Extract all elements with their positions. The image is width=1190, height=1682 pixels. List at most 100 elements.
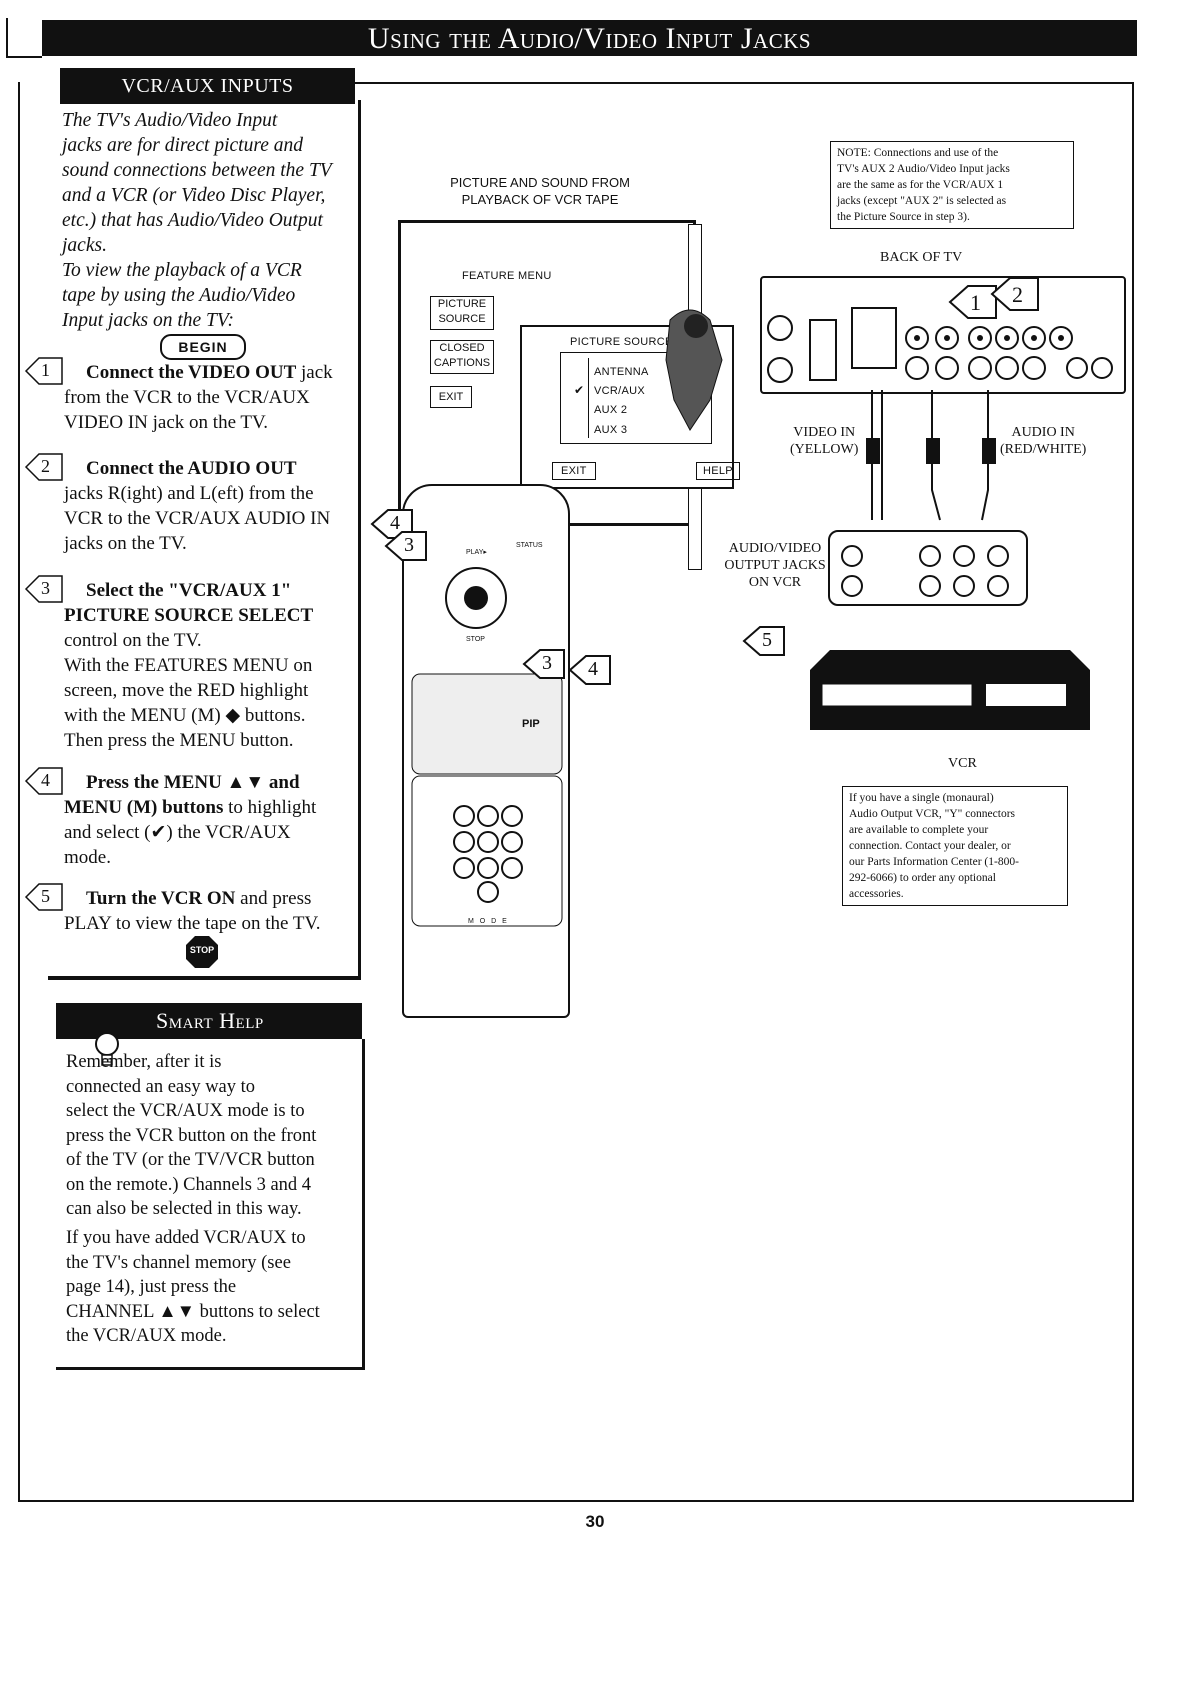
intro-line: etc.) that has Audio/Video Output	[62, 210, 323, 231]
step-line: from the VCR to the VCR/AUX	[64, 387, 310, 408]
source-aux3[interactable]: AUX 3	[594, 424, 628, 436]
step-number-badge: 1	[24, 356, 64, 386]
note-line: TV's AUX 2 Audio/Video Input jacks	[837, 163, 1010, 175]
feature-menu-label: FEATURE MENU	[462, 270, 552, 282]
step-heading: Connect the AUDIO OUT	[86, 458, 297, 479]
note-line: jacks (except "AUX 2" is selected as	[837, 195, 1007, 207]
stop-sign-icon: STOP	[185, 935, 219, 969]
picture-sound-line: PLAYBACK OF VCR TAPE	[461, 192, 619, 207]
vcr-aux-header: VCR/AUX INPUTS	[60, 68, 355, 104]
page-title: Using the Audio/Video Input Jacks	[42, 20, 1137, 56]
source-antenna[interactable]: ANTENNA	[594, 366, 649, 378]
step-line: jacks R(ight) and L(eft) from the	[64, 483, 314, 504]
intro-line: and a VCR (or Video Disc Player,	[62, 185, 326, 206]
football-players-image	[660, 300, 730, 440]
mono-audio-note: If you have a single (monaural)Audio Out…	[842, 786, 1068, 906]
step-marker-2: 2	[990, 276, 1040, 317]
step-line: VIDEO IN jack on the TV.	[64, 412, 269, 433]
back-of-tv-label: BACK OF TV	[880, 250, 963, 265]
mono-note-line: are available to complete your	[849, 824, 989, 836]
step-line: with the MENU (M) ◆ buttons.	[64, 705, 306, 726]
popup-help-button[interactable]: HELP	[696, 462, 740, 480]
source-vcr-aux[interactable]: VCR/AUX	[594, 385, 645, 397]
av-output-line: ON VCR	[748, 575, 802, 590]
intro-line: To view the playback of a VCR	[62, 260, 302, 281]
help-line: can also be selected in this way.	[66, 1199, 302, 1219]
step-number-badge: 3	[24, 574, 64, 604]
step-number-badge: 4	[24, 766, 64, 796]
frame-right-border	[1132, 82, 1134, 1500]
mono-note-line: our Parts Information Center (1-800-	[849, 856, 1019, 868]
step-heading: Select the "VCR/AUX 1"	[86, 580, 292, 601]
step-marker-1: 1	[948, 284, 998, 325]
step-line: jacks on the TV.	[64, 533, 187, 554]
step-marker-4b-remote: 4	[568, 654, 612, 691]
intro-line: The TV's Audio/Video Input	[62, 110, 278, 131]
corner-bracket	[6, 18, 42, 58]
step-number: 2	[41, 456, 50, 476]
av-output-label: AUDIO/VIDEO OUTPUT JACKS ON VCR	[720, 540, 830, 591]
audio-in-line: AUDIO IN	[1011, 425, 1075, 440]
help-line: of the TV (or the TV/VCR button	[66, 1150, 315, 1170]
intro-line: tape by using the Audio/Video	[62, 285, 296, 306]
intro-line: jacks.	[62, 235, 107, 256]
step-heading-2: PICTURE SOURCE SELECT	[64, 605, 314, 626]
av-output-line: OUTPUT JACKS	[724, 558, 826, 573]
mono-note-line: connection. Contact your dealer, or	[849, 840, 1011, 852]
step-heading-2: MENU (M) buttons	[64, 797, 224, 818]
frame-top-border	[340, 82, 1132, 84]
step-heading: Press the MENU ▲▼ and	[86, 772, 300, 793]
note-line: NOTE: Connections and use of the	[837, 147, 999, 159]
picture-sound-label: PICTURE AND SOUND FROM PLAYBACK OF VCR TA…	[440, 174, 640, 208]
source-options-divider	[588, 358, 609, 438]
intro-line: sound connections between the TV	[62, 160, 332, 181]
step-line: screen, move the RED highlight	[64, 680, 309, 701]
help-line: If you have added VCR/AUX to	[66, 1228, 306, 1248]
vcr-unit-image	[800, 640, 1090, 740]
step-number-badge: 5	[24, 882, 64, 912]
video-in-label: VIDEO IN(YELLOW)	[790, 424, 858, 458]
step-heading: Connect the VIDEO OUT	[86, 362, 297, 383]
page-number: 30	[585, 1512, 605, 1531]
popup-exit-button[interactable]: EXIT	[552, 462, 596, 480]
connection-cables	[760, 390, 1000, 560]
step-heading-2-rest: to highlight	[223, 797, 317, 818]
help-line: the TV's channel memory (see	[66, 1252, 291, 1273]
vcr-output-jacks-panel	[828, 530, 1028, 606]
step-number: 5	[41, 886, 50, 906]
help-line: the VCR/AUX mode.	[66, 1326, 227, 1346]
smart-help-box	[56, 1039, 365, 1370]
step-marker-5: 5	[742, 625, 786, 662]
checkmark-icon: ✔	[574, 383, 585, 397]
source-aux2[interactable]: AUX 2	[594, 404, 628, 416]
intro-line: Input jacks on the TV:	[62, 310, 235, 331]
step-line: PLAY to view the tape on the TV.	[64, 913, 321, 934]
tv-back-panel	[760, 276, 1126, 394]
begin-badge: BEGIN	[160, 334, 246, 360]
menu-closed-captions[interactable]: CLOSED CAPTIONS	[430, 340, 494, 374]
step-number-badge: 2	[24, 452, 64, 482]
menu-exit[interactable]: EXIT	[430, 386, 472, 408]
av-output-line: AUDIO/VIDEO	[728, 541, 822, 556]
help-line: CHANNEL ▲▼ buttons to select	[66, 1301, 320, 1322]
step-line: Then press the MENU button.	[64, 730, 294, 751]
note-line: the Picture Source in step 3).	[837, 211, 970, 223]
intro-text: The TV's Audio/Video Input jacks are for …	[62, 108, 362, 333]
step-line: and select (✔) the VCR/AUX	[64, 822, 291, 843]
smart-help-paragraph-2: If you have added VCR/AUX to the TV's cha…	[66, 1226, 356, 1349]
intro-line: jacks are for direct picture and	[62, 135, 303, 156]
help-line: Remember, after it is	[66, 1052, 222, 1072]
step-line: With the FEATURES MENU on	[64, 655, 313, 676]
mono-note-line: If you have a single (monaural)	[849, 792, 994, 804]
picture-sound-line: PICTURE AND SOUND FROM	[450, 175, 630, 190]
menu-picture-source[interactable]: PICTURE SOURCE	[430, 296, 494, 330]
step-3: 3 Select the "VCR/AUX 1" PICTURE SOURCE SE…	[24, 575, 360, 753]
help-line: select the VCR/AUX mode is to	[66, 1101, 305, 1121]
step-2: 2 Connect the AUDIO OUT jacks R(ight) and …	[24, 453, 360, 556]
audio-in-label: AUDIO IN(RED/WHITE)	[1000, 424, 1086, 458]
